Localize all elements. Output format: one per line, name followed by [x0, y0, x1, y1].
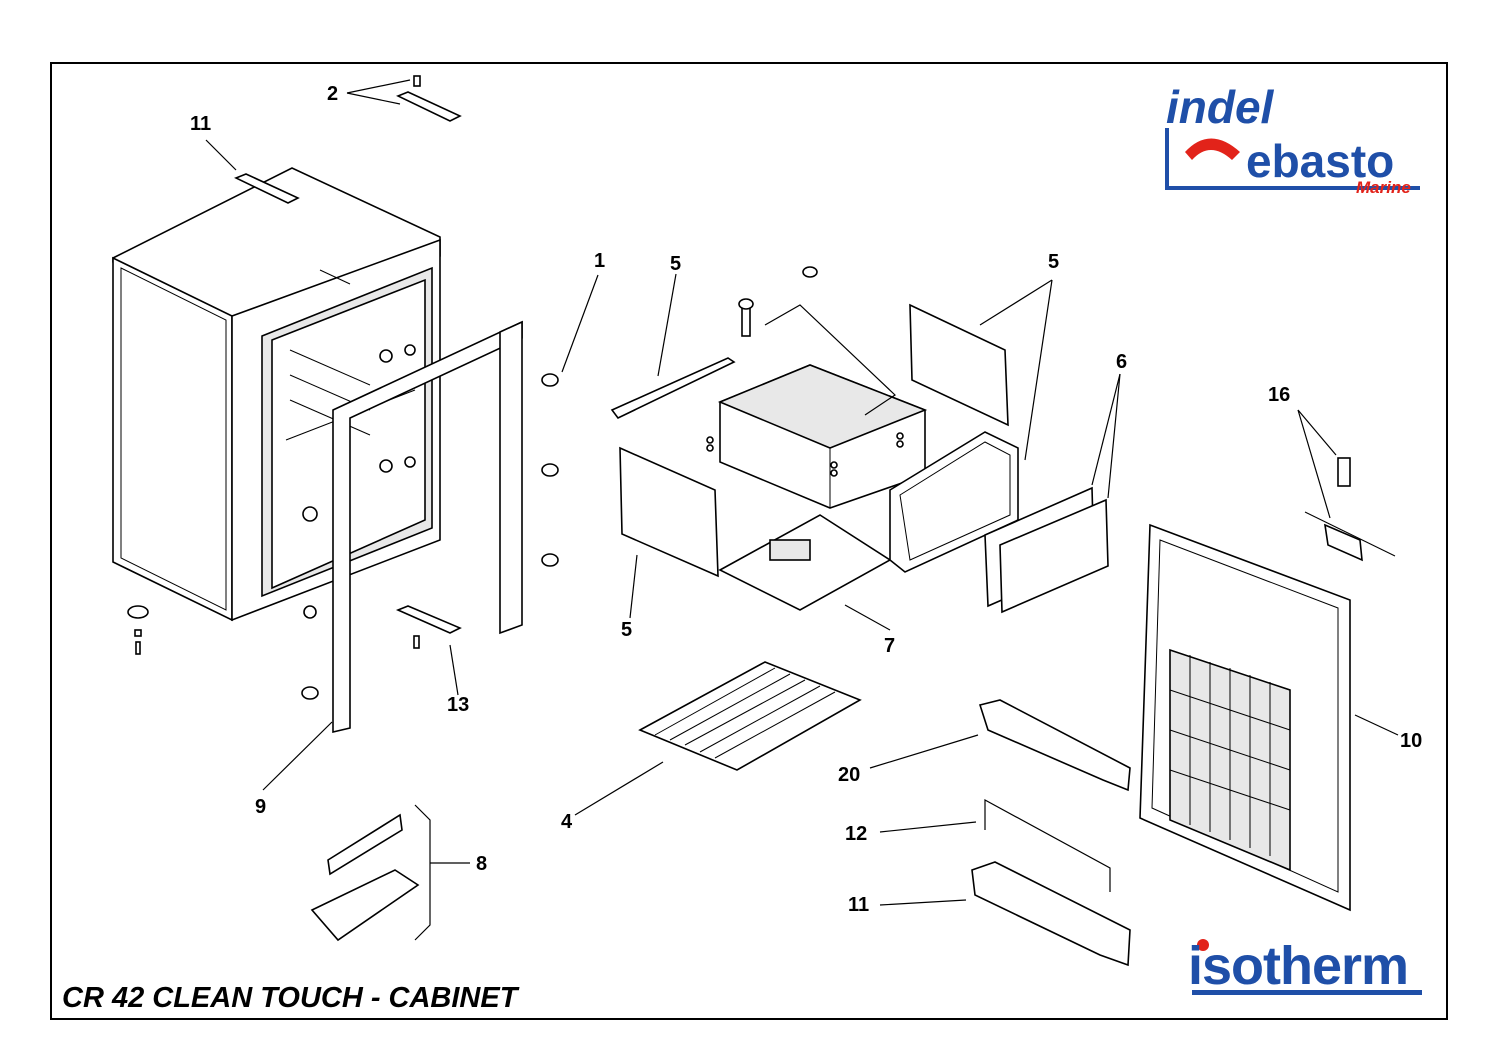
callout-9: 9 [255, 796, 267, 818]
isotherm-wordmark: isotherm [1188, 936, 1409, 996]
panels-6 [984, 373, 1121, 614]
marine-wordmark: Marine [1356, 178, 1411, 197]
isotherm-logo [1192, 939, 1422, 995]
hinge-17 [205, 139, 300, 204]
callout-6: 6 [1116, 351, 1128, 373]
hinge-2 [346, 75, 462, 122]
bin-bar-12 [879, 798, 1111, 892]
foot [127, 605, 149, 655]
callout-5-left: 5 [621, 619, 633, 641]
callout-7: 7 [884, 635, 896, 657]
callout-8: 8 [476, 853, 488, 875]
door-10 [1139, 523, 1399, 912]
door-bin-20 [869, 699, 1131, 792]
callout-20: 20 [838, 764, 861, 786]
callout-5-bar: 5 [670, 253, 682, 275]
vent-panel-left-5 [619, 446, 719, 619]
hinge-13 [395, 605, 462, 696]
callout-4: 4 [561, 811, 573, 833]
cooling-unit [706, 266, 928, 509]
base-tray-7 [718, 514, 892, 631]
callout-1: 1 [594, 250, 606, 272]
callout-5-right: 5 [1048, 251, 1060, 273]
webasto-wordmark: ebasto [1246, 135, 1395, 187]
vent-panel-right-5 [909, 279, 1053, 461]
callout-2: 2 [327, 83, 339, 105]
callout-11: 11 [848, 894, 870, 916]
ice-tray-8 [310, 804, 470, 942]
door-bin-11 [879, 861, 1131, 967]
callout-13: 13 [447, 694, 470, 716]
callout-16: 16 [1268, 384, 1291, 406]
indel-wordmark: indel [1166, 81, 1274, 133]
drawing-title: CR 42 CLEAN TOUCH - CABINET [62, 982, 518, 1014]
shelf-grid-4 [574, 661, 862, 816]
callout-17: 11 [190, 113, 212, 135]
callout-12: 12 [845, 823, 868, 845]
drawing-frame [50, 62, 1448, 1020]
bar-5 [610, 273, 736, 420]
frame-seal-9 [262, 320, 523, 791]
lock-16 [1297, 409, 1396, 562]
callout-10: 10 [1400, 730, 1423, 752]
bushings-1 [301, 274, 599, 700]
indel-webasto-logo [1165, 128, 1420, 190]
